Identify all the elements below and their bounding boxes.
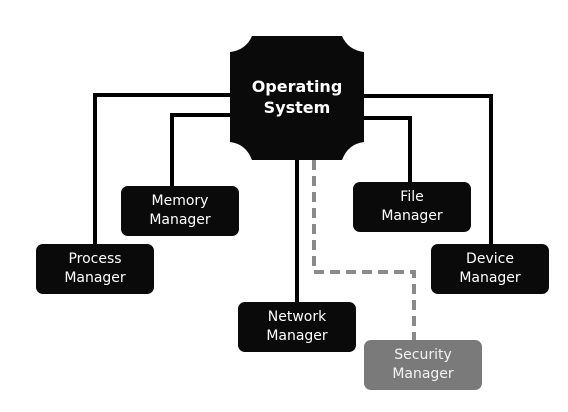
file-manager-node: File Manager [353, 182, 471, 232]
network-manager-line2: Manager [266, 328, 328, 344]
operating-system-title-line2: System [263, 98, 331, 117]
file-manager-line1: File [400, 189, 424, 205]
memory-manager-node: Memory Manager [121, 186, 239, 236]
security-manager-node: Security Manager [364, 340, 482, 390]
connector-file [364, 116, 412, 182]
operating-system-shape [230, 36, 364, 160]
security-manager-line1: Security [394, 347, 452, 363]
memory-manager-line1: Memory [151, 193, 209, 209]
device-manager-node: Device Manager [431, 244, 549, 294]
process-manager-line1: Process [68, 251, 122, 267]
connector-memory [170, 113, 230, 186]
connector-process [93, 93, 230, 244]
memory-manager-line2: Manager [149, 212, 211, 228]
device-manager-line2: Manager [459, 270, 521, 286]
security-manager-line2: Manager [392, 366, 454, 382]
process-manager-line2: Manager [64, 270, 126, 286]
operating-system-label: Operating System [236, 72, 358, 122]
device-manager-line1: Device [466, 251, 514, 267]
file-manager-line2: Manager [381, 208, 443, 224]
connector-security [312, 160, 416, 340]
operating-system-title-line1: Operating [251, 77, 343, 96]
network-manager-line1: Network [267, 309, 327, 325]
connector-device [364, 94, 493, 244]
process-manager-node: Process Manager [36, 244, 154, 294]
network-manager-node: Network Manager [238, 302, 356, 352]
